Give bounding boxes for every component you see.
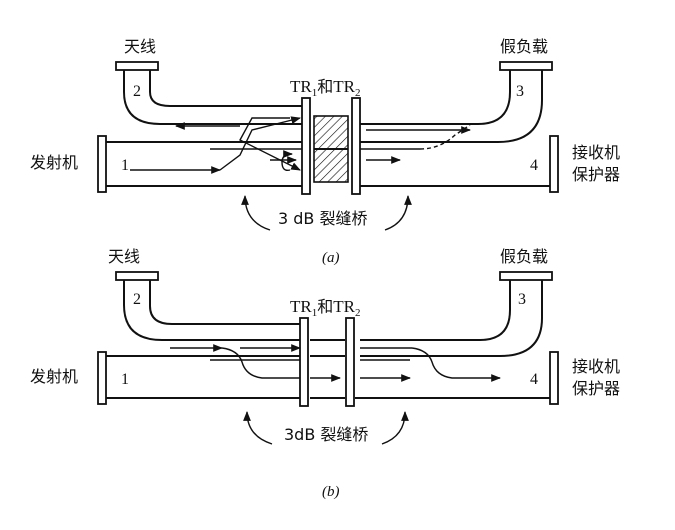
coupling-dash-a bbox=[419, 124, 471, 150]
load-arm-outer-b bbox=[360, 280, 543, 357]
load-arm-inner-b bbox=[360, 280, 511, 341]
port-3-a: 3 bbox=[516, 83, 524, 100]
arrow-reflect-a bbox=[281, 150, 293, 172]
transmitter-label-a: 发射机 bbox=[30, 153, 78, 172]
bridge-arrow-left-b bbox=[243, 411, 273, 445]
arrow-curve-down-b bbox=[221, 347, 300, 379]
antenna-arm-outer-a bbox=[123, 70, 302, 125]
bridge-arrow-left-a bbox=[241, 195, 271, 231]
bridge-label-b: 3dB 裂缝桥 bbox=[284, 425, 368, 444]
tr1-flange-a bbox=[301, 97, 311, 195]
antenna-label-b: 天线 bbox=[108, 247, 140, 266]
tr2-flange-a bbox=[351, 97, 361, 195]
port-2-b: 2 bbox=[133, 291, 141, 308]
arrow-to-receiver-b bbox=[411, 347, 501, 382]
receiver-label-b-1: 接收机 bbox=[572, 357, 620, 376]
load-arm-outer-a bbox=[360, 70, 543, 143]
port-1-b: 1 bbox=[121, 371, 129, 388]
antenna-arm-inner-b bbox=[149, 280, 300, 325]
port-1-a: 1 bbox=[121, 157, 129, 174]
caption-a: (a) bbox=[322, 250, 340, 266]
port-2-a: 2 bbox=[133, 83, 141, 100]
receiver-label-a-1: 接收机 bbox=[572, 143, 620, 162]
tr2-flange-b bbox=[345, 317, 355, 407]
receiver-label-a-2: 保护器 bbox=[572, 165, 620, 184]
bridge-label-a: 3 dB 裂缝桥 bbox=[278, 209, 368, 228]
transmitter-label-b: 发射机 bbox=[30, 367, 78, 386]
port-4-b: 4 bbox=[530, 371, 538, 388]
arrow-cross-down-a bbox=[239, 117, 301, 171]
antenna-flange-a bbox=[115, 61, 159, 71]
antenna-arm-outer-b bbox=[123, 280, 300, 341]
port-3-b: 3 bbox=[518, 291, 526, 308]
antenna-flange-b bbox=[115, 271, 159, 281]
diagram-a: 天线 假负载 发射机 接收机 保护器 1 2 3 4 TR1和TR2 3 dB … bbox=[30, 37, 620, 266]
transmitter-flange-b bbox=[97, 351, 107, 405]
dummy-load-label-b: 假负载 bbox=[500, 247, 548, 266]
bridge-arrow-right-a bbox=[384, 195, 412, 231]
transmitter-flange-a bbox=[97, 135, 107, 193]
dummy-load-label-a: 假负载 bbox=[500, 37, 548, 56]
dummy-load-flange-b bbox=[499, 271, 553, 281]
antenna-label-a: 天线 bbox=[124, 37, 156, 56]
receiver-flange-a bbox=[549, 135, 559, 193]
tr-label-b: TR1和TR2 bbox=[290, 297, 360, 319]
tr1-flange-b bbox=[299, 317, 309, 407]
bridge-arrow-right-b bbox=[381, 411, 409, 445]
receiver-flange-b bbox=[549, 351, 559, 405]
caption-b: (b) bbox=[322, 484, 340, 500]
port-4-a: 4 bbox=[530, 157, 538, 174]
tr-label-a: TR1和TR2 bbox=[290, 77, 360, 99]
dummy-load-flange-a bbox=[499, 61, 553, 71]
antenna-arm-inner-a bbox=[149, 70, 302, 107]
diagram-b: 天线 假负载 发射机 接收机 保护器 1 2 3 4 TR1和TR2 3dB 裂… bbox=[30, 247, 620, 500]
load-arm-inner-a bbox=[360, 70, 511, 125]
receiver-label-b-2: 保护器 bbox=[572, 379, 620, 398]
